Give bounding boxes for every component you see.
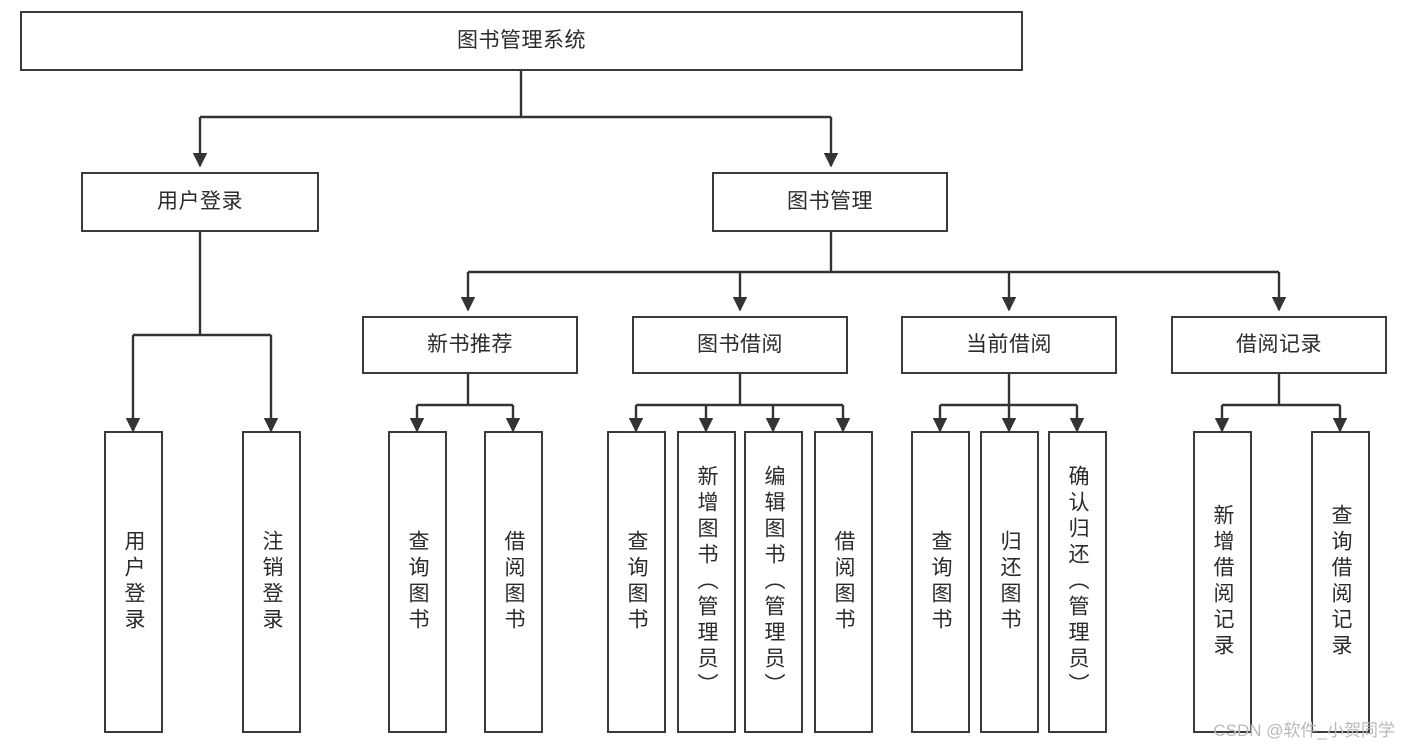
leaf-borrow-borrow-book[interactable]: 借阅图书 bbox=[814, 431, 873, 733]
node-label: 新增借阅记录 bbox=[1211, 504, 1234, 660]
node-label: 图书管理 bbox=[787, 189, 873, 213]
node-current-borrow[interactable]: 当前借阅 bbox=[901, 316, 1117, 374]
leaf-logout[interactable]: 注销登录 bbox=[242, 431, 301, 733]
node-label: 注销登录 bbox=[260, 530, 283, 634]
leaf-borrow-query-book[interactable]: 查询图书 bbox=[607, 431, 666, 733]
leaf-current-return-book[interactable]: 归还图书 bbox=[980, 431, 1039, 733]
node-label: 归还图书 bbox=[998, 530, 1021, 634]
node-label: 图书管理系统 bbox=[457, 28, 586, 52]
node-label: 查询图书 bbox=[625, 530, 648, 634]
node-label: 当前借阅 bbox=[966, 332, 1052, 356]
node-label: 借阅图书 bbox=[502, 530, 525, 634]
node-label: 图书借阅 bbox=[697, 332, 783, 356]
node-label: 编辑图书（管理员） bbox=[762, 465, 785, 699]
node-label: 查询图书 bbox=[929, 530, 952, 634]
csdn-watermark: CSDN @软件_小贺同学 bbox=[1213, 721, 1395, 740]
leaf-recommend-query-book[interactable]: 查询图书 bbox=[388, 431, 447, 733]
node-label: 确认归还（管理员） bbox=[1066, 465, 1089, 699]
node-label: 借阅图书 bbox=[832, 530, 855, 634]
node-root-book-management-system[interactable]: 图书管理系统 bbox=[20, 11, 1023, 71]
node-new-book-recommend[interactable]: 新书推荐 bbox=[362, 316, 578, 374]
node-label: 用户登录 bbox=[122, 530, 145, 634]
node-label: 查询图书 bbox=[406, 530, 429, 634]
leaf-record-add-borrow-record[interactable]: 新增借阅记录 bbox=[1193, 431, 1252, 733]
node-label: 借阅记录 bbox=[1236, 332, 1322, 356]
node-user-login[interactable]: 用户登录 bbox=[81, 172, 319, 232]
node-book-management[interactable]: 图书管理 bbox=[712, 172, 948, 232]
node-label: 新增图书（管理员） bbox=[695, 465, 718, 699]
node-label: 查询借阅记录 bbox=[1329, 504, 1352, 660]
node-label: 用户登录 bbox=[157, 189, 243, 213]
leaf-user-login[interactable]: 用户登录 bbox=[104, 431, 163, 733]
node-borrow-record[interactable]: 借阅记录 bbox=[1171, 316, 1387, 374]
node-book-borrow[interactable]: 图书借阅 bbox=[632, 316, 848, 374]
leaf-record-query-borrow-record[interactable]: 查询借阅记录 bbox=[1311, 431, 1370, 733]
leaf-borrow-add-book-admin[interactable]: 新增图书（管理员） bbox=[677, 431, 736, 733]
leaf-current-confirm-return-admin[interactable]: 确认归还（管理员） bbox=[1048, 431, 1107, 733]
node-label: 新书推荐 bbox=[427, 332, 513, 356]
leaf-borrow-edit-book-admin[interactable]: 编辑图书（管理员） bbox=[744, 431, 803, 733]
leaf-current-query-book[interactable]: 查询图书 bbox=[911, 431, 970, 733]
leaf-recommend-borrow-book[interactable]: 借阅图书 bbox=[484, 431, 543, 733]
